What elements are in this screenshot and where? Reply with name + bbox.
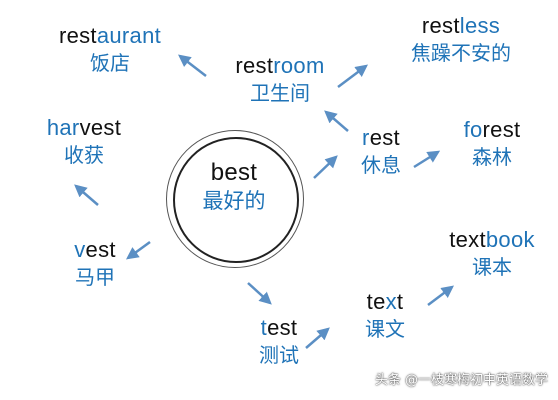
word-chinese: 饭店 bbox=[90, 51, 130, 76]
word-chinese: 马甲 bbox=[75, 265, 115, 290]
root-segment: t bbox=[396, 289, 404, 314]
root-segment: est bbox=[267, 315, 298, 340]
word-english: vest bbox=[60, 237, 130, 262]
arrow-to-test bbox=[247, 282, 272, 305]
root-segment: rest bbox=[235, 53, 274, 78]
word-chinese: 课本 bbox=[472, 255, 512, 280]
word-chinese: 收获 bbox=[64, 143, 104, 168]
highlighted-segment: aurant bbox=[96, 23, 162, 48]
word-chinese: 休息 bbox=[361, 153, 401, 178]
word-english: restroom bbox=[224, 53, 336, 78]
center-word: best 最好的 bbox=[168, 159, 300, 214]
root-segment: rest bbox=[482, 117, 521, 142]
word-rest: rest 休息 bbox=[346, 125, 416, 178]
word-english: harvest bbox=[34, 115, 134, 140]
arrow-to-rest bbox=[313, 155, 338, 179]
word-text: text 课文 bbox=[350, 289, 420, 342]
word-english: test bbox=[244, 315, 314, 340]
highlighted-segment: fo bbox=[463, 117, 483, 142]
center-word-english: best bbox=[210, 159, 258, 186]
word-chinese: 森林 bbox=[472, 145, 512, 170]
word-textbook: textbook 课本 bbox=[436, 227, 548, 280]
highlighted-segment: t bbox=[260, 315, 268, 340]
root-segment: est bbox=[85, 237, 116, 262]
center-word-chinese: 最好的 bbox=[202, 189, 266, 214]
word-english: restless bbox=[396, 13, 526, 38]
arrow-to-restroom bbox=[324, 110, 349, 132]
root-segment: vest bbox=[79, 115, 122, 140]
word-chinese: 测试 bbox=[259, 343, 299, 368]
highlighted-segment: room bbox=[273, 53, 325, 78]
highlighted-segment: book bbox=[485, 227, 535, 252]
highlighted-segment: less bbox=[459, 13, 501, 38]
root-segment: te bbox=[366, 289, 386, 314]
word-test: test 测试 bbox=[244, 315, 314, 368]
word-english: text bbox=[350, 289, 420, 314]
word-vest: vest 马甲 bbox=[60, 237, 130, 290]
arrow-to-vest bbox=[125, 240, 151, 260]
word-english: textbook bbox=[436, 227, 548, 252]
highlighted-segment: r bbox=[362, 125, 370, 150]
arrow-to-textbook bbox=[427, 285, 454, 306]
center-circle-inner bbox=[173, 137, 299, 263]
word-english: forest bbox=[452, 117, 532, 142]
highlighted-segment: x bbox=[385, 289, 397, 314]
word-english: restaurant bbox=[40, 23, 180, 48]
arrow-to-forest bbox=[413, 150, 441, 169]
root-segment: rest bbox=[58, 23, 97, 48]
word-chinese: 焦躁不安的 bbox=[411, 41, 511, 66]
arrow-to-restless bbox=[337, 64, 368, 88]
word-harvest: harvest 收获 bbox=[34, 115, 134, 168]
center-circle-outer bbox=[166, 130, 304, 268]
word-chinese: 课文 bbox=[365, 317, 405, 342]
arrow-to-text bbox=[305, 327, 330, 349]
highlighted-segment: v bbox=[74, 237, 86, 262]
word-restroom: restroom 卫生间 bbox=[224, 53, 336, 106]
root-segment: text bbox=[449, 227, 486, 252]
word-chinese: 卫生间 bbox=[250, 81, 310, 106]
root-segment: rest bbox=[421, 13, 460, 38]
arrow-to-harvest bbox=[74, 184, 99, 206]
word-restless: restless 焦躁不安的 bbox=[396, 13, 526, 66]
word-english: rest bbox=[346, 125, 416, 150]
arrow-to-restaurant bbox=[178, 54, 207, 77]
watermark: 头条 @一枝寒梅初中英语数学 bbox=[374, 373, 548, 388]
root-segment: est bbox=[369, 125, 400, 150]
word-forest: forest 森林 bbox=[452, 117, 532, 170]
word-restaurant: restaurant 饭店 bbox=[40, 23, 180, 76]
highlighted-segment: har bbox=[46, 115, 80, 140]
